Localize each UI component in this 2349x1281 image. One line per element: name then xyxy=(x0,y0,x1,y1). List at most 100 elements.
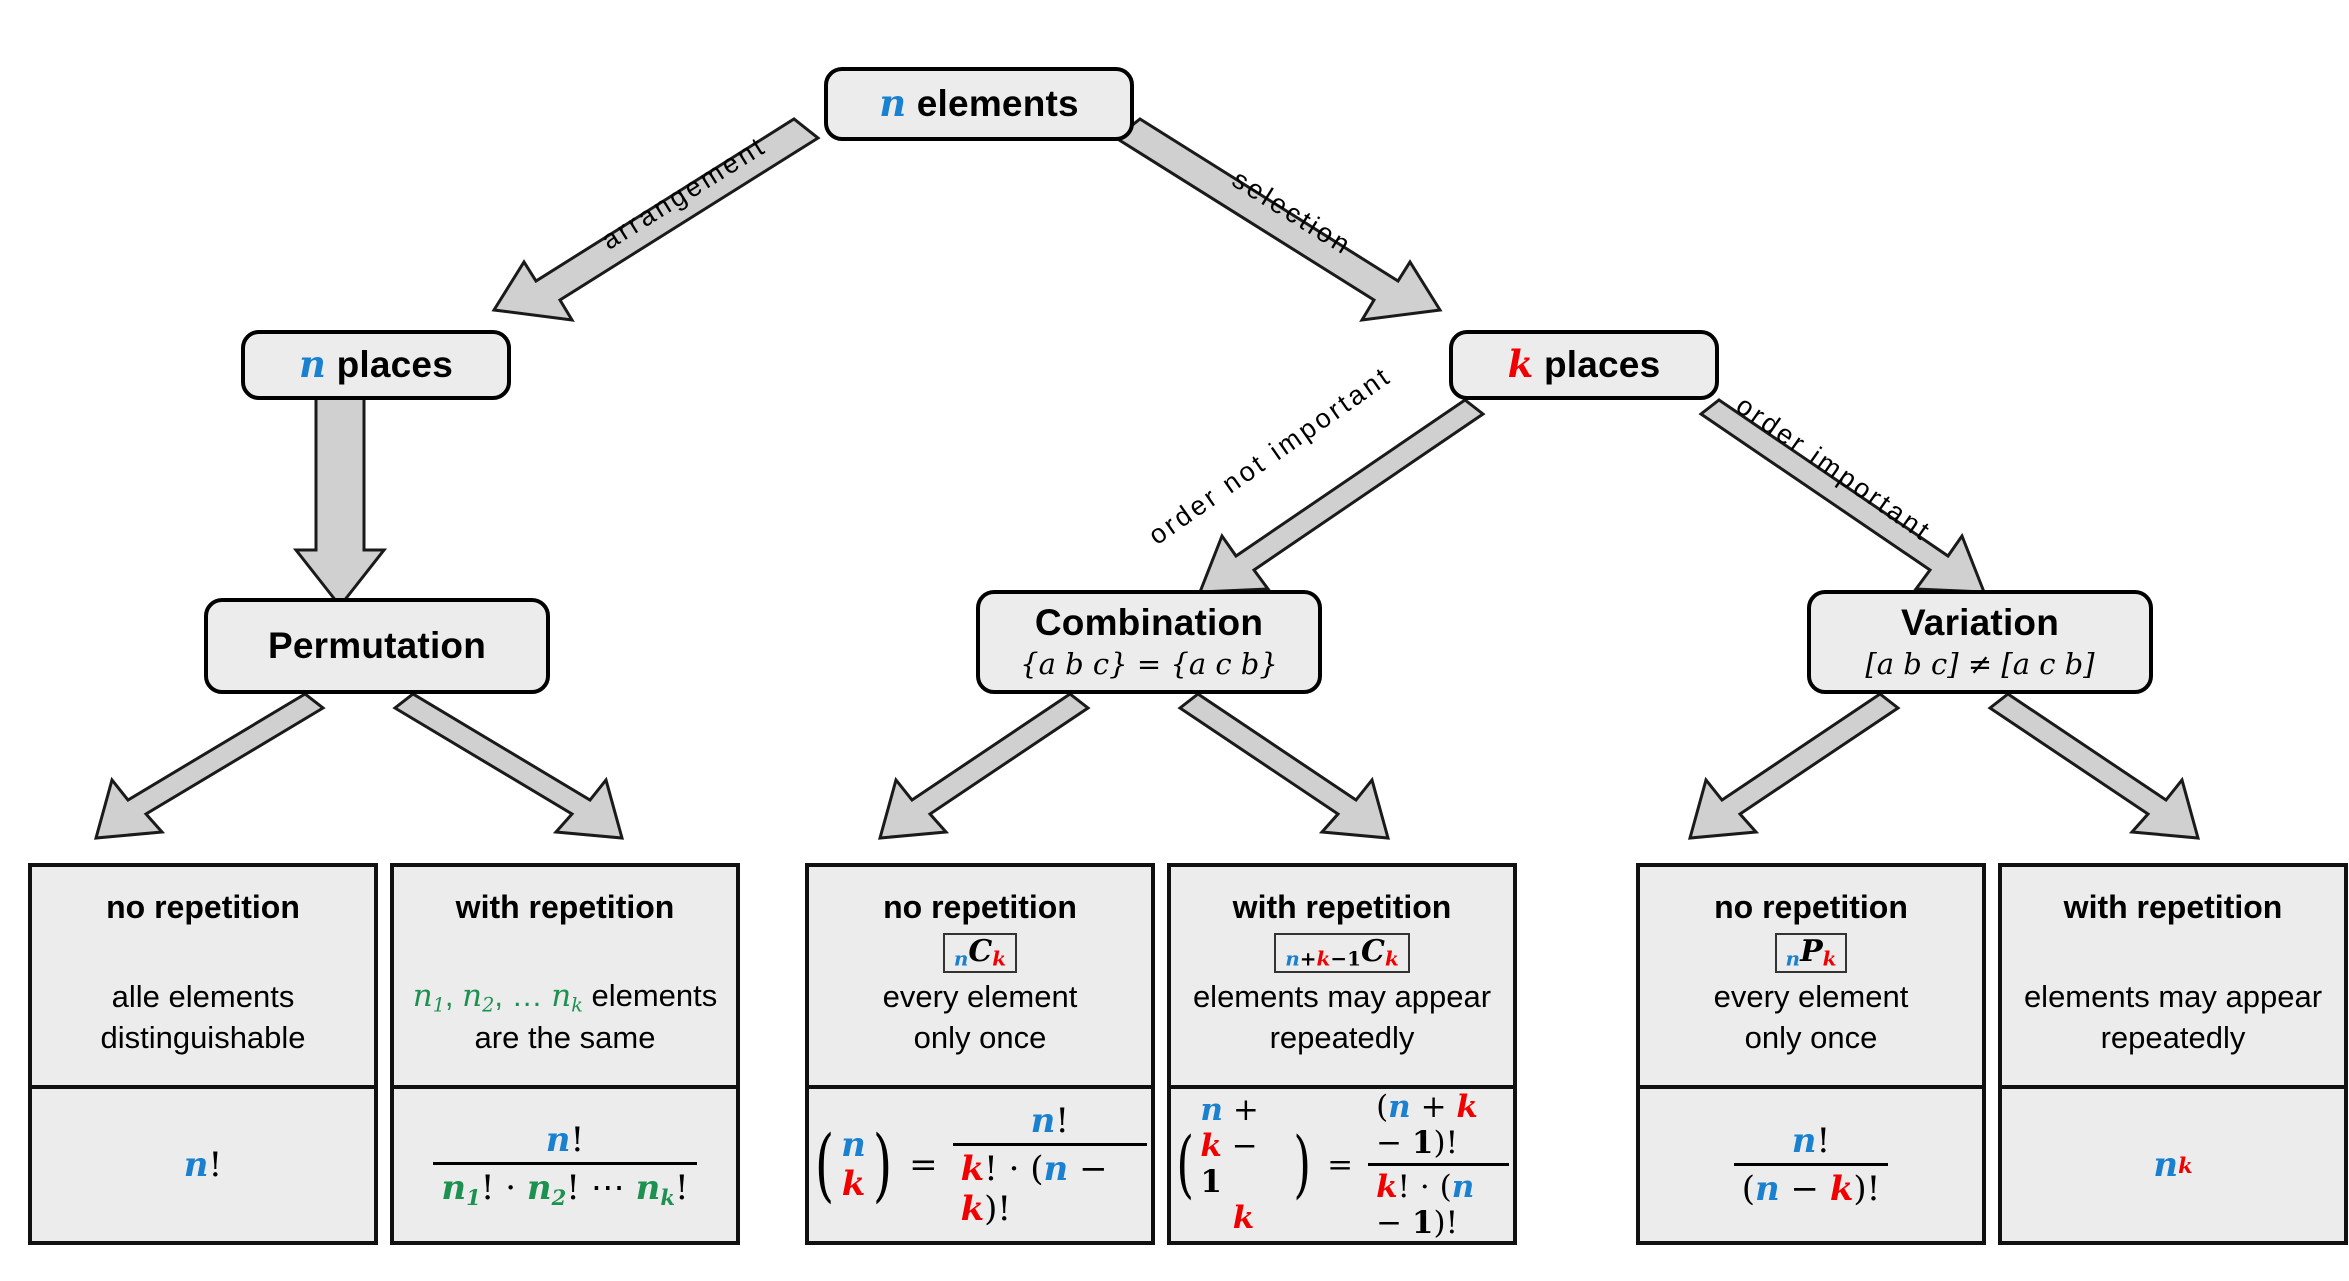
set-close: } xyxy=(1109,646,1128,681)
desc-line-2: are the same xyxy=(474,1020,656,1056)
paren-left: ( xyxy=(1376,1089,1389,1125)
leaf-formula: ( n k ) = n! k! · (n − k)! xyxy=(809,1089,1151,1241)
arrow-combination-to-leaf4 xyxy=(1177,692,1391,840)
leaf-description: alle elements distinguishable xyxy=(32,977,374,1059)
var-n: n xyxy=(545,1120,571,1161)
arrow-n-places-to-permutation xyxy=(292,382,388,609)
denominator: k! · (n − 1)! xyxy=(1368,1163,1509,1241)
node-n-places-label: places xyxy=(336,344,453,386)
factorial: ! xyxy=(997,1189,1012,1229)
leaf-upper: with repetition n1, n2, … nk elements ar… xyxy=(394,867,736,1089)
equals-sign: = xyxy=(1327,1147,1354,1183)
set-close: ] xyxy=(2083,646,2095,681)
var-n1: n xyxy=(412,978,433,1015)
comma: , xyxy=(444,978,454,1014)
leaf-head: with repetition xyxy=(1232,889,1452,925)
var-n1: n xyxy=(441,1168,467,1209)
var-n2: n xyxy=(526,1168,552,1209)
desc-line-1: every element xyxy=(1713,979,1909,1015)
number-one: 1 xyxy=(1200,1164,1222,1200)
var-nk: n xyxy=(635,1168,661,1209)
node-n-elements-label: elements xyxy=(916,83,1079,125)
var-n: n xyxy=(1451,1169,1475,1205)
leaf-head: no repetition xyxy=(1714,889,1908,925)
factorial: ! xyxy=(1445,1125,1459,1161)
var-k: k xyxy=(1316,946,1331,971)
var-n: n xyxy=(1030,1101,1056,1141)
factorial: ! xyxy=(208,1145,223,1185)
leaf-description: n1, n2, … nk elements are the same xyxy=(394,976,736,1059)
leaf-permutation-no-repetition[interactable]: no repetition alle elements distinguisha… xyxy=(28,863,378,1245)
edge-label-order-important: order important xyxy=(1730,390,1938,548)
node-variation[interactable]: Variation [a b c] ≠ [a c b] xyxy=(1807,590,2153,694)
set-open: [ xyxy=(2001,646,2013,681)
var-n: n xyxy=(2153,1145,2179,1185)
paren-right: ) xyxy=(1293,1121,1311,1207)
paren-right: ) xyxy=(1433,1205,1446,1241)
var-n: n xyxy=(879,81,907,126)
numerator: n! xyxy=(538,1120,592,1162)
leaf-head: no repetition xyxy=(106,889,300,925)
desc-line-1: every element xyxy=(882,979,1078,1015)
minus-sign: − xyxy=(1376,1205,1403,1241)
var-n: n xyxy=(183,1145,209,1185)
paren-left: ( xyxy=(814,1117,835,1211)
leaf-combination-no-repetition[interactable]: no repetition nCk every element only onc… xyxy=(805,863,1155,1245)
var-k: k xyxy=(1200,1128,1222,1165)
leaf-description: elements may appear repeatedly xyxy=(2002,977,2344,1059)
fraction: n! n1! · n2! ⋯ nk! xyxy=(433,1120,697,1210)
denominator: (n − k)! xyxy=(1733,1163,1889,1209)
node-k-places[interactable]: k places xyxy=(1449,330,1719,400)
leaf-formula: n! n1! · n2! ⋯ nk! xyxy=(394,1089,736,1241)
equals-sign: = xyxy=(909,1145,938,1185)
leaf-head: no repetition xyxy=(883,889,1077,925)
numerator: n! xyxy=(1784,1121,1838,1163)
node-combination[interactable]: Combination {a b c} = {a c b} xyxy=(976,590,1322,694)
factorial: ! xyxy=(570,1120,585,1161)
binom-top: n + k − 1 xyxy=(1200,1092,1286,1201)
var-k: k xyxy=(1376,1169,1398,1205)
node-combination-example: {a b c} = {a c b} xyxy=(1020,647,1278,682)
set-open: [ xyxy=(1865,646,1877,681)
leaf-notation-npkm1Ck: n+k−1Ck xyxy=(1274,932,1410,974)
set-close: ] xyxy=(1947,646,1959,681)
var-nk: n xyxy=(551,978,572,1015)
desc-line-1: alle elements xyxy=(111,979,295,1015)
set-open: { xyxy=(1020,646,1039,681)
numerator: n! xyxy=(1023,1101,1077,1143)
denominator: n1! · n2! ⋯ nk! xyxy=(433,1162,697,1210)
leaf-notation-nCk: nCk xyxy=(942,932,1018,974)
factorial: ! xyxy=(1445,1205,1459,1241)
var-k: k xyxy=(2178,1152,2193,1178)
node-n-places[interactable]: n places xyxy=(241,330,511,400)
symbol-C: C xyxy=(1361,933,1385,969)
var-k: k xyxy=(960,1149,985,1189)
node-variation-example: [a b c] ≠ [a c b] xyxy=(1865,647,2094,682)
symbol-P: P xyxy=(1800,933,1823,969)
arrow-permutation-to-leaf2 xyxy=(392,692,625,840)
node-n-elements[interactable]: n elements xyxy=(824,67,1134,141)
numerator: (n + k − 1)! xyxy=(1368,1089,1509,1163)
sub-2: 2 xyxy=(482,993,495,1017)
binom-stack: n + k − 1 k xyxy=(1199,1092,1287,1237)
var-n: n xyxy=(299,342,327,387)
node-permutation[interactable]: Permutation xyxy=(204,598,550,694)
var-n: n xyxy=(1043,1149,1069,1189)
leaf-permutation-with-repetition[interactable]: with repetition n1, n2, … nk elements ar… xyxy=(390,863,740,1245)
leaf-variation-with-repetition[interactable]: with repetition elements may appear repe… xyxy=(1998,863,2348,1245)
paren-left: ( xyxy=(1176,1121,1195,1207)
desc-line-1: elements may appear xyxy=(2023,979,2323,1015)
desc-line-2: repeatedly xyxy=(2100,1020,2246,1056)
arrow-combination-to-leaf3 xyxy=(877,692,1091,840)
number-one: 1 xyxy=(1411,1125,1434,1161)
plus-sign: + xyxy=(1232,1092,1259,1129)
number-one: 1 xyxy=(1347,946,1362,971)
leaf-combination-with-repetition[interactable]: with repetition n+k−1Ck elements may app… xyxy=(1167,863,1517,1245)
leaf-description: every element only once xyxy=(809,977,1151,1059)
leaf-upper: with repetition elements may appear repe… xyxy=(2002,867,2344,1089)
leaf-variation-no-repetition[interactable]: no repetition nPk every element only onc… xyxy=(1636,863,1986,1245)
set-items: a c b xyxy=(1188,646,1260,681)
dot-operator: · xyxy=(1419,1169,1430,1205)
desc-line-2: distinguishable xyxy=(100,1020,306,1056)
